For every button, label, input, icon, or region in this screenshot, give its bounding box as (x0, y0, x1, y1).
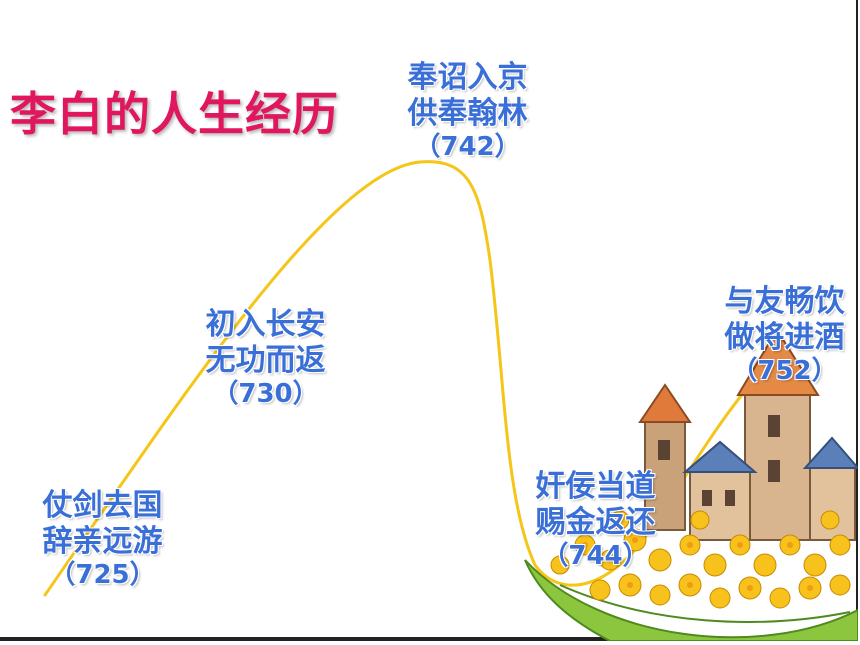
event-line1: 奸佞当道 (535, 469, 656, 504)
event-line2: 赐金返还 (535, 505, 656, 540)
event-line2: 供奉翰林 (407, 96, 528, 131)
event-line1: 与友畅饮 (724, 284, 845, 319)
event-line2: 辞亲远游 (42, 524, 163, 559)
event-752: 与友畅饮 做将进酒 （752） (712, 284, 857, 386)
event-744: 奸佞当道 赐金返还 （744） (523, 469, 668, 571)
event-line1: 奉诏入京 (407, 60, 528, 95)
event-year: （725） (49, 560, 156, 590)
castle-flower-illustration (524, 328, 858, 641)
event-line2: 无功而返 (205, 343, 326, 378)
event-742: 奉诏入京 供奉翰林 （742） (395, 60, 540, 162)
event-line2: 做将进酒 (724, 320, 845, 355)
event-line1: 仗剑去国 (42, 488, 163, 523)
event-year: （752） (731, 356, 838, 386)
event-year: （744） (542, 541, 649, 571)
event-year: （730） (212, 379, 319, 409)
event-730: 初入长安 无功而返 （730） (193, 307, 338, 409)
event-year: （742） (414, 132, 521, 162)
event-line1: 初入长安 (205, 307, 326, 342)
slide-title: 李白的人生经历 (10, 87, 339, 141)
event-725: 仗剑去国 辞亲远游 （725） (30, 488, 175, 590)
